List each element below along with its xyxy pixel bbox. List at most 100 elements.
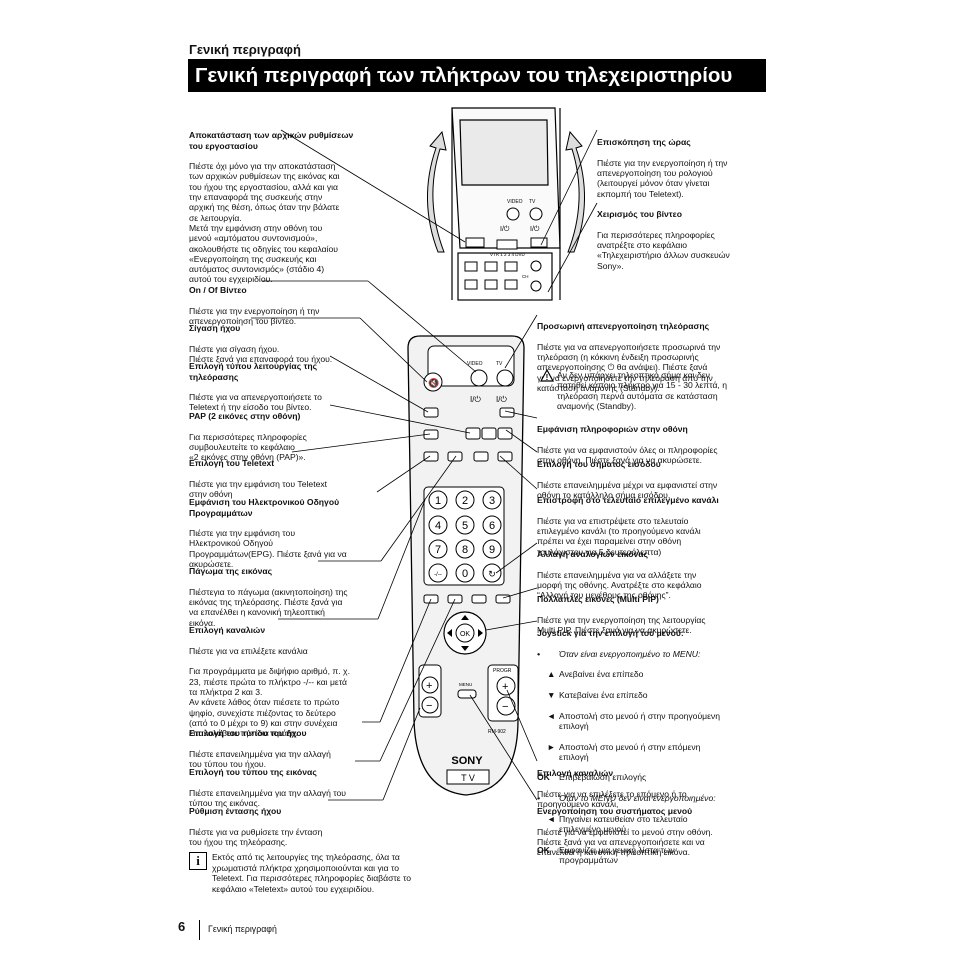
joystick-ok-text: Εμφανίζει μια γενική λίστα των προγραμμά… [559,844,675,865]
standby-warning-text: Αν δεν υπάρχει τηλεοπτικό σήμα και δεν π… [557,370,727,411]
joystick-ok-text: Επιβεβαίωση επιλογής [559,772,647,783]
key-6[interactable]: 6 [489,520,495,532]
info-icon: i [189,852,207,870]
key-0[interactable]: 0 [462,568,468,580]
block-title: Επιλογή καναλιών [537,768,614,779]
info-display-desc: Εμφάνιση πληροφοριών στην οθόνη Πιέστε γ… [537,414,769,476]
block-title: On / Of Βίντεο [189,285,247,296]
block-body: Πιέστε επανειλημμένα για να αλλάξετε την… [537,569,702,601]
joystick-ok-label[interactable]: OK [460,631,470,638]
block-body: Πιέστε για την ενεργοποίηση ή την απενερ… [597,157,728,199]
key-8[interactable]: 8 [462,544,468,556]
footer-label: Γενική περιγραφή [208,924,277,934]
block-title: Χειρισμός του βίντεο [597,209,682,220]
ok-label: OK [537,844,550,855]
brand-logo: SONY [451,755,483,767]
block-title: Ενεργοποίηση του συστήματος μενού [537,806,693,817]
block-body: Για περισσότερες πληροφορίες ανατρέξτε σ… [597,229,730,271]
jump-icon[interactable]: ↻ [488,569,496,579]
mute-desc: Σίγαση ήχου Πιέστε για σίγαση ήχου. Πιέσ… [189,313,389,375]
teletext-note: Εκτός από τις λειτουργίες της τηλεόρασης… [212,852,412,894]
standby-desc: Προσωρινή απενεργοποίηση τηλεόρασης Πιέσ… [537,311,769,404]
block-title: Επιλογή του τύπου του ήχου [189,728,307,739]
clock-desc: Επισκόπηση της ώρας Πιέστε για την ενεργ… [597,127,777,209]
teletext-desc: Επιλογή του Teletext Πιέστε για την εμφά… [189,448,389,510]
block-title: Επιλογή του Teletext [189,458,275,469]
last-channel-desc: Επιστροφή στο τελευταίο επιλεγμένο κανάλ… [537,485,769,567]
block-body: Πιέστε για σίγαση ήχου. Πιέστε ξανά για … [189,343,333,365]
key-5[interactable]: 5 [462,520,468,532]
key-7[interactable]: 7 [435,544,441,556]
input-select-desc: Επιλογή του σήματος εισόδου Πιέστε επανε… [537,449,769,511]
epg-desc: Εμφάνιση του Ηλεκτρονικού Οδηγού Προγραμ… [189,487,389,580]
left-arrow-icon: ◄ [547,710,556,721]
program-up-icon[interactable]: + [502,681,508,693]
pap-desc: PAP (2 εικόνες στην οθόνη) Για περισσότε… [189,401,389,473]
joystick-item-text: Αποστολή στο μενού ή στην επόμενη επιλογ… [559,741,701,762]
vcr-control-desc: Χειρισμός του βίντεο Για περισσότερες πλ… [597,199,777,281]
volume-down-icon[interactable]: − [426,700,432,712]
vtr-selector-label: VTR 1 2 3 4 DVD [490,252,526,257]
tv-mode-desc: Επιλογή τύπου λειτουργίας της τηλεόρασης… [189,351,389,423]
block-body: Πιέστε επανειλημμένα για την αλλαγή του … [189,748,331,770]
program-down-icon[interactable]: − [502,701,508,713]
model-label: RM-902 [488,729,506,735]
key-1[interactable]: 1 [435,495,441,507]
joystick-item-text: Πηγαίνει κατευθείαν στο τελευταίο επιλεγ… [559,813,688,834]
joystick-off-item: ◄Πηγαίνει κατευθείαν στο τελευταίο επιλε… [537,814,769,835]
joystick-item-text: Αποστολή στο μενού ή στην προηγούμενη επ… [559,710,721,731]
block-title: Αλλαγή αναλογιών εικόνας [537,549,648,560]
block-title: Επιλογή καναλιών [189,625,266,636]
key-2[interactable]: 2 [462,495,468,507]
video-label: VIDEO [467,361,483,367]
block-title: Επιλογή του τύπου της εικόνας [189,767,317,778]
factory-reset-desc: Αποκατάσταση των αρχικών ρυθμίσεων του ε… [189,120,389,295]
block-title: Επιστροφή στο τελευταίο επιλεγμένο κανάλ… [537,495,719,506]
volume-up-icon[interactable]: + [426,680,432,692]
volume-desc: Ρύθμιση έντασης ήχου Πιέστε για να ρυθμί… [189,796,389,858]
key-9[interactable]: 9 [489,544,495,556]
joystick-on-item: ▲Ανεβαίνει ένα επίπεδο [537,669,769,679]
page-banner-title: Γενική περιγραφή των πλήκτρων του τηλεχε… [188,59,766,92]
progr-label: PROGR [493,668,512,674]
keypad [428,490,502,583]
video-power-label: I/⏻ [470,395,481,404]
multi-pip-desc: Πολλαπλές εικόνες (Multi PIP) Πιέστε για… [537,584,769,646]
mute-icon: 🔇 [428,377,439,388]
block-title: Πάγωμα της εικόνας [189,566,273,577]
block-body: Πιέστεγια το πάγωμα (ακινητοποίηση) της … [189,586,348,628]
ok-label: OK [537,772,550,783]
block-title: Επιλογή τύπου λειτουργίας της τηλεόρασης [189,361,318,382]
joystick-item-text: Ανεβαίνει ένα επίπεδο [559,669,644,680]
key-digit-entry[interactable]: -/-- [434,572,442,578]
block-body: Πιέστε για την ενεργοποίηση ή την απενερ… [189,305,320,327]
page-number: 6 [178,919,186,934]
block-title: Πολλαπλές εικόνες (Multi PIP) [537,594,659,605]
channel-select-desc: Επιλογή καναλιών Πιέστε για να επιλέξετε… [189,615,389,749]
sound-type-desc: Επιλογή του τύπου του ήχου Πιέστε επανει… [189,718,389,780]
block-title: Ρύθμιση έντασης ήχου [189,806,282,817]
block-body: Πιέστε όχι μόνο για την αποκατάσταση των… [189,161,340,285]
block-body: Πιέστε επανειλημμένα μέχρι να εμφανιστεί… [537,479,718,501]
block-body: Πιέστε για να επιλέξετε το επόμενο ή το … [537,788,687,810]
key-3[interactable]: 3 [489,495,495,507]
block-body: Πιέστε για να απενεργοποιήσετε το Telete… [189,392,322,413]
down-arrow-icon: ▼ [547,690,556,701]
callout-lines [251,129,598,801]
block-title: Εμφάνιση πληροφοριών στην οθόνη [537,424,688,435]
joystick-off-ok: OK Εμφανίζει μια γενική λίστα των προγραμ… [537,845,769,866]
joystick-on-ok: OK Επιβεβαίωση επιλογής [537,772,769,782]
lid-video-label: VIDEO [507,199,523,205]
lid-ch-label: CH [522,274,529,279]
joystick-on-item: ◄Αποστολή στο μενού ή στην προηγούμενη ε… [537,711,769,732]
tv-power-label: I/⏻ [496,395,507,404]
block-body: Πιέστε για να ρυθμίσετε την ένταση του ή… [189,826,323,848]
block-body: Πιέστε για να εμφανιστούν όλες οι πληροφ… [537,444,718,466]
block-title: Επισκόπηση της ώρας [597,137,691,148]
tv-logo: T V [461,773,475,783]
key-4[interactable]: 4 [435,520,441,532]
aspect-ratio-desc: Αλλαγή αναλογιών εικόνας Πιέστε επανειλη… [537,539,769,611]
video-onoff-desc: On / Of Βίντεο Πιέστε για την ενεργοποίη… [189,275,389,337]
block-title: Σίγαση ήχου [189,323,241,334]
